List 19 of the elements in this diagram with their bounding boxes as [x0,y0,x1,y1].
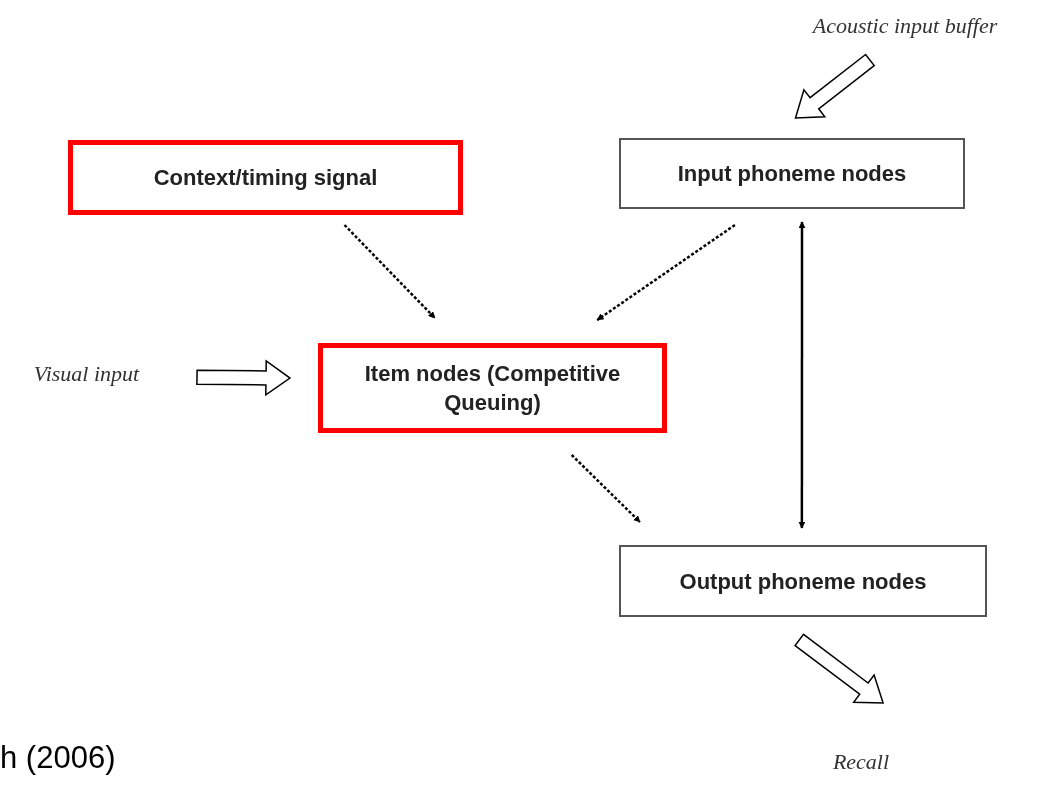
box-label: Input phoneme nodes [676,160,908,188]
block-arrow [794,53,876,119]
box-label: Output phoneme nodes [678,567,928,596]
box-label: Context/timing signal [152,164,379,192]
dotted-arrow [596,223,736,322]
citation-text: h (2006) [0,739,116,777]
double-arrow [798,221,806,529]
process-box [318,343,667,433]
process-box [619,138,965,209]
box-label: Item nodes (Competitive Queuing) [363,360,622,417]
process-box [68,140,463,215]
text-label: Recall [832,748,890,776]
process-box [619,545,987,617]
block-arrow [794,633,885,704]
dotted-arrow [570,454,641,523]
dotted-arrow [343,224,436,319]
block-arrow [196,359,292,397]
text-label: Visual input [33,360,140,388]
text-label: Acoustic input buffer [812,12,998,40]
